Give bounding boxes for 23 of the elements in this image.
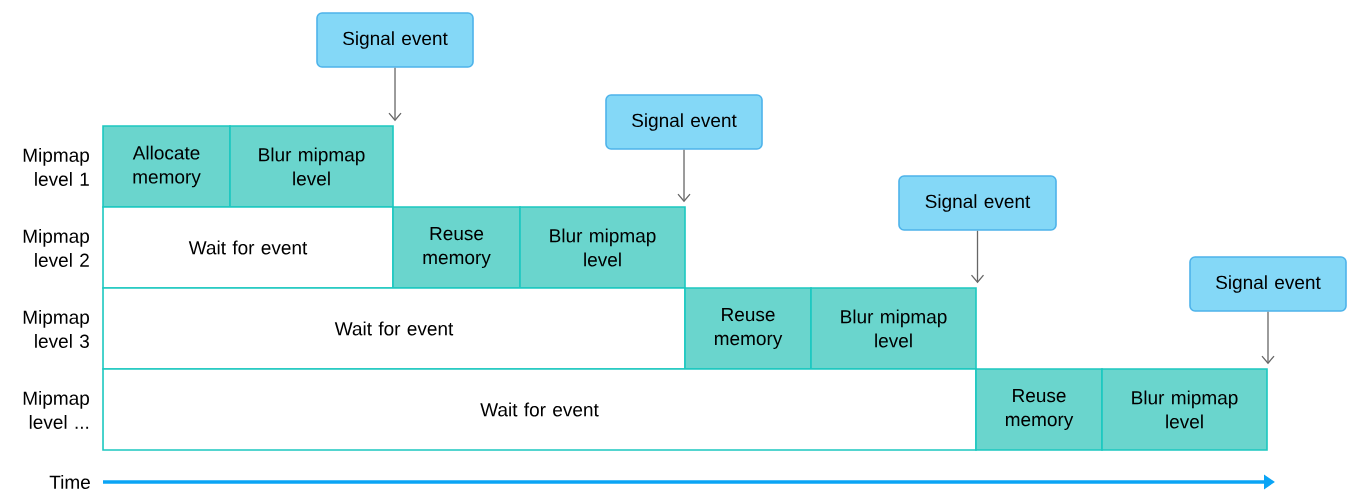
row-label: Mipmap level 3 [23, 310, 89, 348]
task-box: Allocate memory [102, 125, 231, 208]
row-label: Mipmap level ... [23, 391, 89, 429]
task-box: Blur mipmap level [229, 125, 394, 208]
signal-event-box: Signal event [316, 12, 474, 68]
signal-event-box: Signal event [898, 175, 1057, 231]
row-label: Mipmap level 1 [23, 148, 89, 186]
arrow [1261, 311, 1275, 365]
signal-event-box: Signal event [1189, 256, 1347, 312]
task-box: Reuse memory [684, 287, 812, 370]
axis-label: Time [49, 475, 90, 489]
wait-box: Wait for event [102, 206, 394, 289]
wait-box: Wait for event [102, 368, 977, 451]
task-box: Reuse memory [392, 206, 521, 289]
arrow [970, 230, 985, 284]
arrow [388, 67, 402, 122]
arrow [677, 149, 691, 203]
task-box: Blur mipmap level [1101, 368, 1268, 451]
signal-event-box: Signal event [605, 94, 763, 150]
task-box: Reuse memory [975, 368, 1103, 451]
task-box: Blur mipmap level [810, 287, 977, 370]
row-label: Mipmap level 2 [23, 229, 89, 267]
task-box: Blur mipmap level [519, 206, 686, 289]
